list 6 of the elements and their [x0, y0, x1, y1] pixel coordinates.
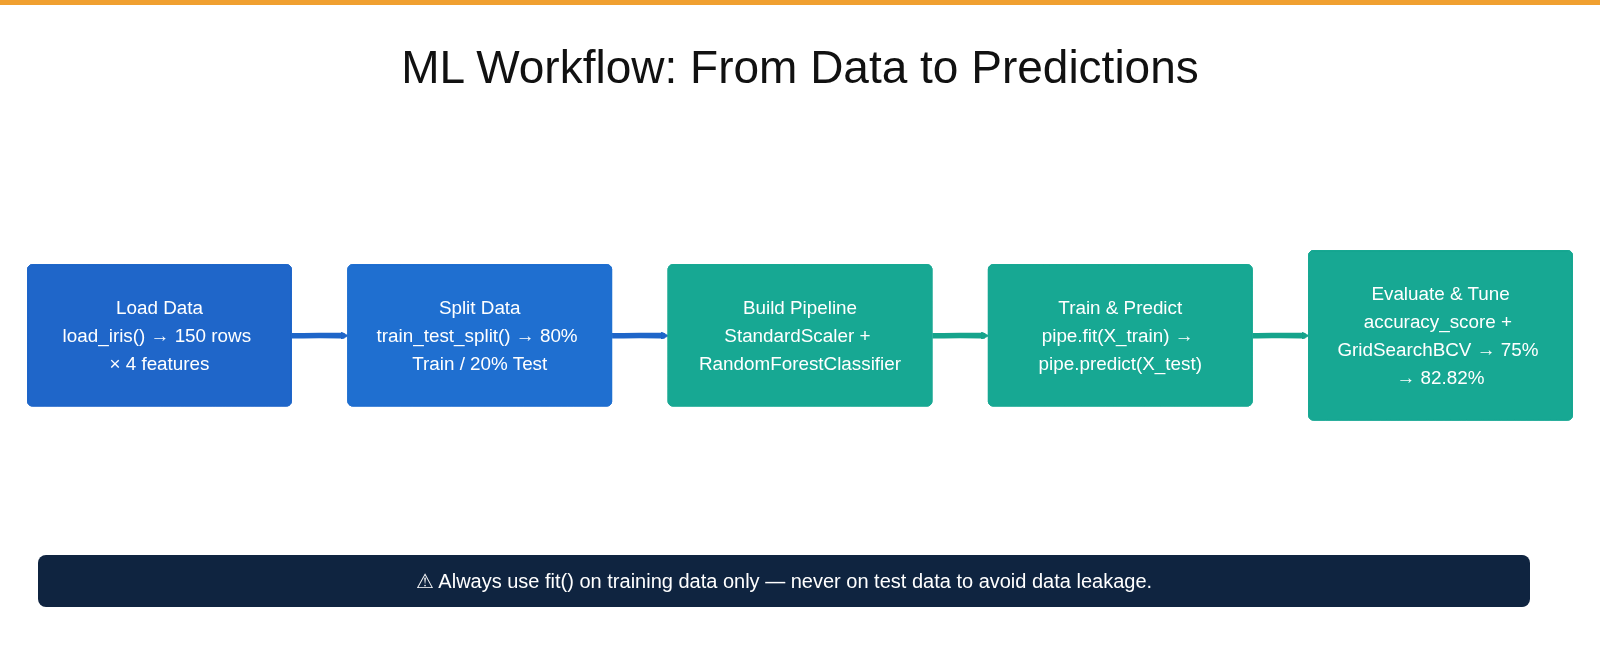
diagram-title: ML Workflow: From Data to Predictions	[400, 40, 1200, 94]
arrow	[1252, 331, 1310, 340]
arrow	[291, 331, 349, 340]
arrow	[612, 331, 669, 340]
arrow	[932, 331, 990, 340]
warning-note: ⚠ Always use fit() on training data only — never on test data to avoid data leakage.	[38, 555, 1530, 607]
